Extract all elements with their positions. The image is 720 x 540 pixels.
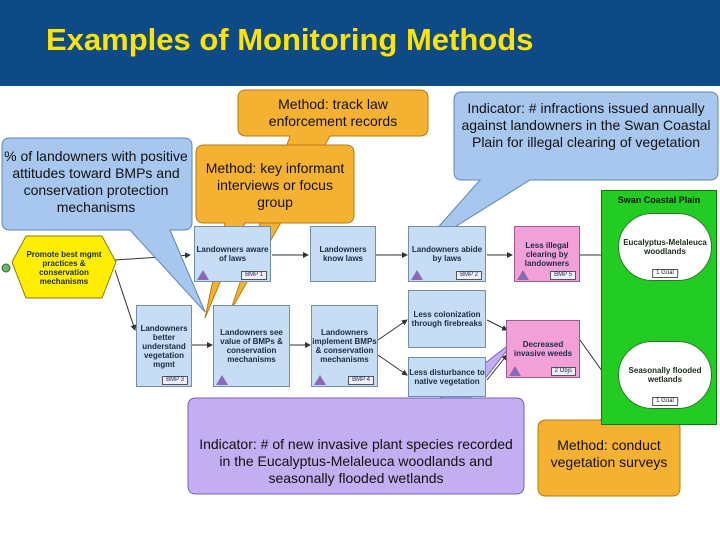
arrow-colonization-weeds bbox=[486, 319, 508, 331]
indicator-triangle-icon bbox=[411, 270, 423, 280]
callout-landowners-pct: % of landowners with positive attitudes … bbox=[4, 148, 188, 215]
scope-swan-coastal-plain: Swan Coastal Plain Eucalyptus-Melaleuca … bbox=[601, 190, 717, 425]
result-understand: Landowners better understand vegetation … bbox=[136, 305, 192, 387]
callout-infractions-bubble bbox=[417, 91, 719, 251]
result-abide-laws: Landowners abide by laws BMP 2 bbox=[408, 226, 486, 282]
callout-track-law: Method: track law enforcement records bbox=[268, 96, 398, 129]
promote-hexagon bbox=[11, 235, 117, 299]
target-eucalyptus-label: Eucalyptus-Melaleuca woodlands bbox=[623, 238, 707, 256]
scope-title: Swan Coastal Plain bbox=[617, 195, 701, 205]
result-understand-label: Landowners better understand vegetation … bbox=[140, 323, 188, 369]
target-eucalyptus-woodlands: Eucalyptus-Melaleuca woodlands 1 Goal bbox=[618, 213, 712, 281]
strategy-promote: Promote best mgmt practices & conservati… bbox=[26, 250, 102, 286]
callout-landowners-pct-bubble bbox=[1, 137, 206, 313]
arrow-disturbance-weeds bbox=[486, 354, 508, 381]
arrow-implement-colonization bbox=[377, 319, 408, 341]
indicator-triangle-icon bbox=[314, 375, 326, 385]
result-know-laws: Landowners know laws bbox=[310, 226, 376, 282]
result-decreased-weeds: Decreased invasive weeds 2 Objs bbox=[506, 320, 580, 378]
callout-vegetation-surveys: Method: conduct vegetation surveys bbox=[550, 437, 668, 470]
bmp-tag: BMP 4 bbox=[348, 376, 374, 385]
result-less-illegal-label: Less illegal clearing by landowners bbox=[524, 240, 570, 268]
bmp-tag: BMP 1 bbox=[241, 271, 267, 280]
result-less-colonization: Less colonization through firebreaks bbox=[408, 290, 486, 348]
bmp-tag: BMP 2 bbox=[456, 271, 482, 280]
callout-key-informant: Method: key informant interviews or focu… bbox=[205, 160, 345, 210]
bmp-tag: BMP 3 bbox=[162, 376, 188, 385]
result-see-value-label: Landowners see value of BMPs & conservat… bbox=[220, 328, 283, 364]
result-less-disturbance: Less disturbance to native vegetation bbox=[408, 357, 486, 397]
result-abide-laws-label: Landowners abide by laws bbox=[411, 245, 483, 263]
goal-tag: 1 Goal bbox=[652, 397, 678, 406]
result-aware-laws: Landowners aware of laws BMP 1 bbox=[194, 226, 271, 282]
chain-arrows bbox=[114, 252, 613, 386]
result-less-illegal: Less illegal clearing by landowners BMP … bbox=[514, 226, 580, 282]
indicator-triangle-icon bbox=[509, 366, 521, 376]
indicator-triangle-icon bbox=[216, 375, 228, 385]
callout-infractions: Indicator: # infractions issued annually… bbox=[461, 100, 711, 150]
target-seasonal-wetlands: Seasonally flooded wetlands 1 Goal bbox=[618, 341, 712, 409]
result-implement: Landowners implement BMPs & conservation… bbox=[311, 305, 378, 387]
objs-tag: 2 Objs bbox=[550, 367, 576, 376]
callout-invasive-species: Indicator: # of new invasive plant speci… bbox=[199, 436, 513, 486]
arrow-promote-understand bbox=[114, 269, 137, 331]
indicator-triangle-icon bbox=[517, 270, 529, 280]
goal-tag: 1 Goal bbox=[652, 269, 678, 278]
result-see-value: Landowners see value of BMPs & conservat… bbox=[213, 305, 290, 387]
indicator-triangle-icon bbox=[197, 270, 209, 280]
bmp-tag: BMP 5 bbox=[550, 271, 576, 280]
target-wetlands-label: Seasonally flooded wetlands bbox=[628, 366, 702, 384]
result-aware-laws-label: Landowners aware of laws bbox=[196, 245, 269, 263]
arrow-implement-disturbance bbox=[377, 354, 408, 376]
result-decreased-weeds-label: Decreased invasive weeds bbox=[513, 340, 573, 358]
slide-title: Examples of Monitoring Methods bbox=[46, 22, 534, 57]
result-implement-label: Landowners implement BMPs & conservation… bbox=[312, 328, 377, 364]
title-bar bbox=[0, 0, 720, 86]
bullet-icon bbox=[1, 263, 11, 273]
